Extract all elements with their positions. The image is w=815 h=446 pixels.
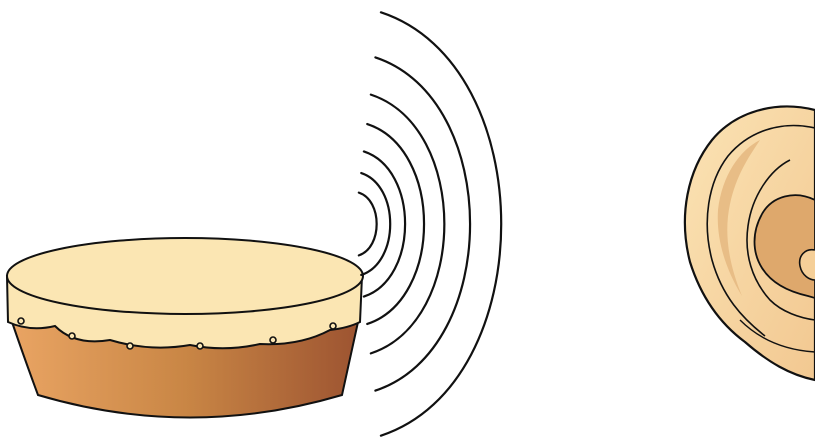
drum-tack — [69, 333, 75, 339]
drum-tack — [18, 318, 24, 324]
drum — [7, 238, 363, 418]
drum-tack — [330, 323, 336, 329]
sound-wave-arc — [359, 193, 377, 256]
sound-wave-arc — [381, 12, 501, 435]
drum-head — [7, 238, 363, 314]
drum-tack — [127, 343, 133, 349]
ear — [685, 107, 815, 380]
drum-tack — [197, 343, 203, 349]
sound-wave-arc — [371, 95, 445, 354]
drum-tack — [270, 337, 276, 343]
sound-waves — [359, 12, 501, 435]
sound-wave-arc — [364, 151, 405, 296]
